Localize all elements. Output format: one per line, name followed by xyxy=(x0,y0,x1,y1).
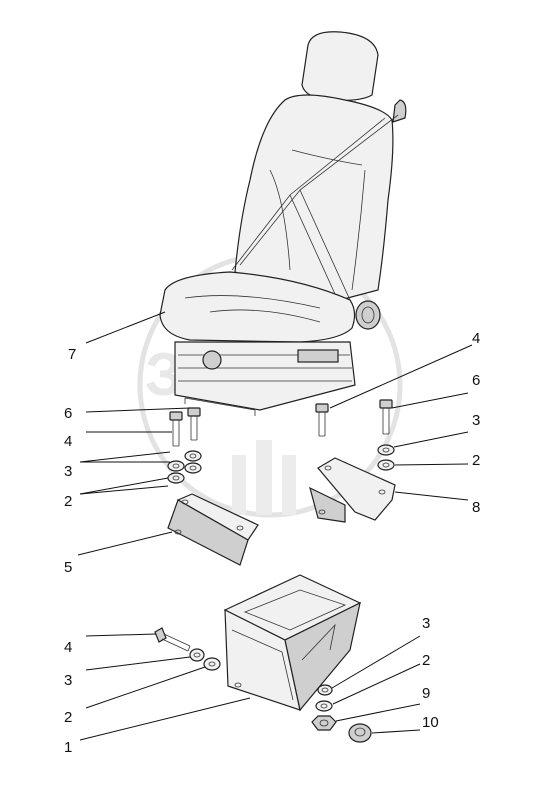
callout-label-4-left: 4 xyxy=(64,433,72,450)
callout-label-5: 5 xyxy=(64,559,72,576)
washers-bottom-right xyxy=(315,684,333,712)
callout-label-2-bottom-left: 2 xyxy=(64,709,72,726)
washers-left xyxy=(167,450,202,484)
callout-labels: 7 4 6 6 4 3 3 2 2 8 5 4 3 3 2 2 9 10 1 xyxy=(64,330,480,756)
callout-label-7: 7 xyxy=(68,346,76,363)
bolt-bottom xyxy=(154,627,191,652)
washers-bottom-left xyxy=(189,648,221,671)
callout-label-4-bottom: 4 xyxy=(64,639,72,656)
callout-label-8: 8 xyxy=(472,499,480,516)
callout-label-10: 10 xyxy=(422,714,439,731)
bracket-right xyxy=(309,457,396,523)
callout-label-1: 1 xyxy=(64,739,72,756)
callout-label-3-left: 3 xyxy=(64,463,72,480)
nut xyxy=(311,715,337,731)
bolt-right-b xyxy=(379,399,393,435)
leader-lines xyxy=(77,311,473,741)
seat-frame xyxy=(223,574,362,712)
bracket-left xyxy=(167,493,259,566)
cap-nut xyxy=(348,723,372,743)
callout-label-3-bottom-right: 3 xyxy=(422,615,430,632)
callout-label-3-bottom-left: 3 xyxy=(64,672,72,689)
seat-assembly xyxy=(159,31,407,416)
callout-label-9: 9 xyxy=(422,685,430,702)
callout-label-3-right: 3 xyxy=(472,412,480,429)
bolt-right-a xyxy=(315,403,329,437)
callout-label-4-top-right: 4 xyxy=(472,330,480,347)
callout-label-2-right: 2 xyxy=(472,452,480,469)
callout-label-2-bottom-right: 2 xyxy=(422,652,430,669)
callout-label-2-left: 2 xyxy=(64,493,72,510)
bolt-left-a xyxy=(187,407,201,441)
callout-label-6-right: 6 xyxy=(472,372,480,389)
washers-right xyxy=(377,444,395,471)
callout-label-6-left: 6 xyxy=(64,405,72,422)
bolt-left-b xyxy=(169,411,183,447)
